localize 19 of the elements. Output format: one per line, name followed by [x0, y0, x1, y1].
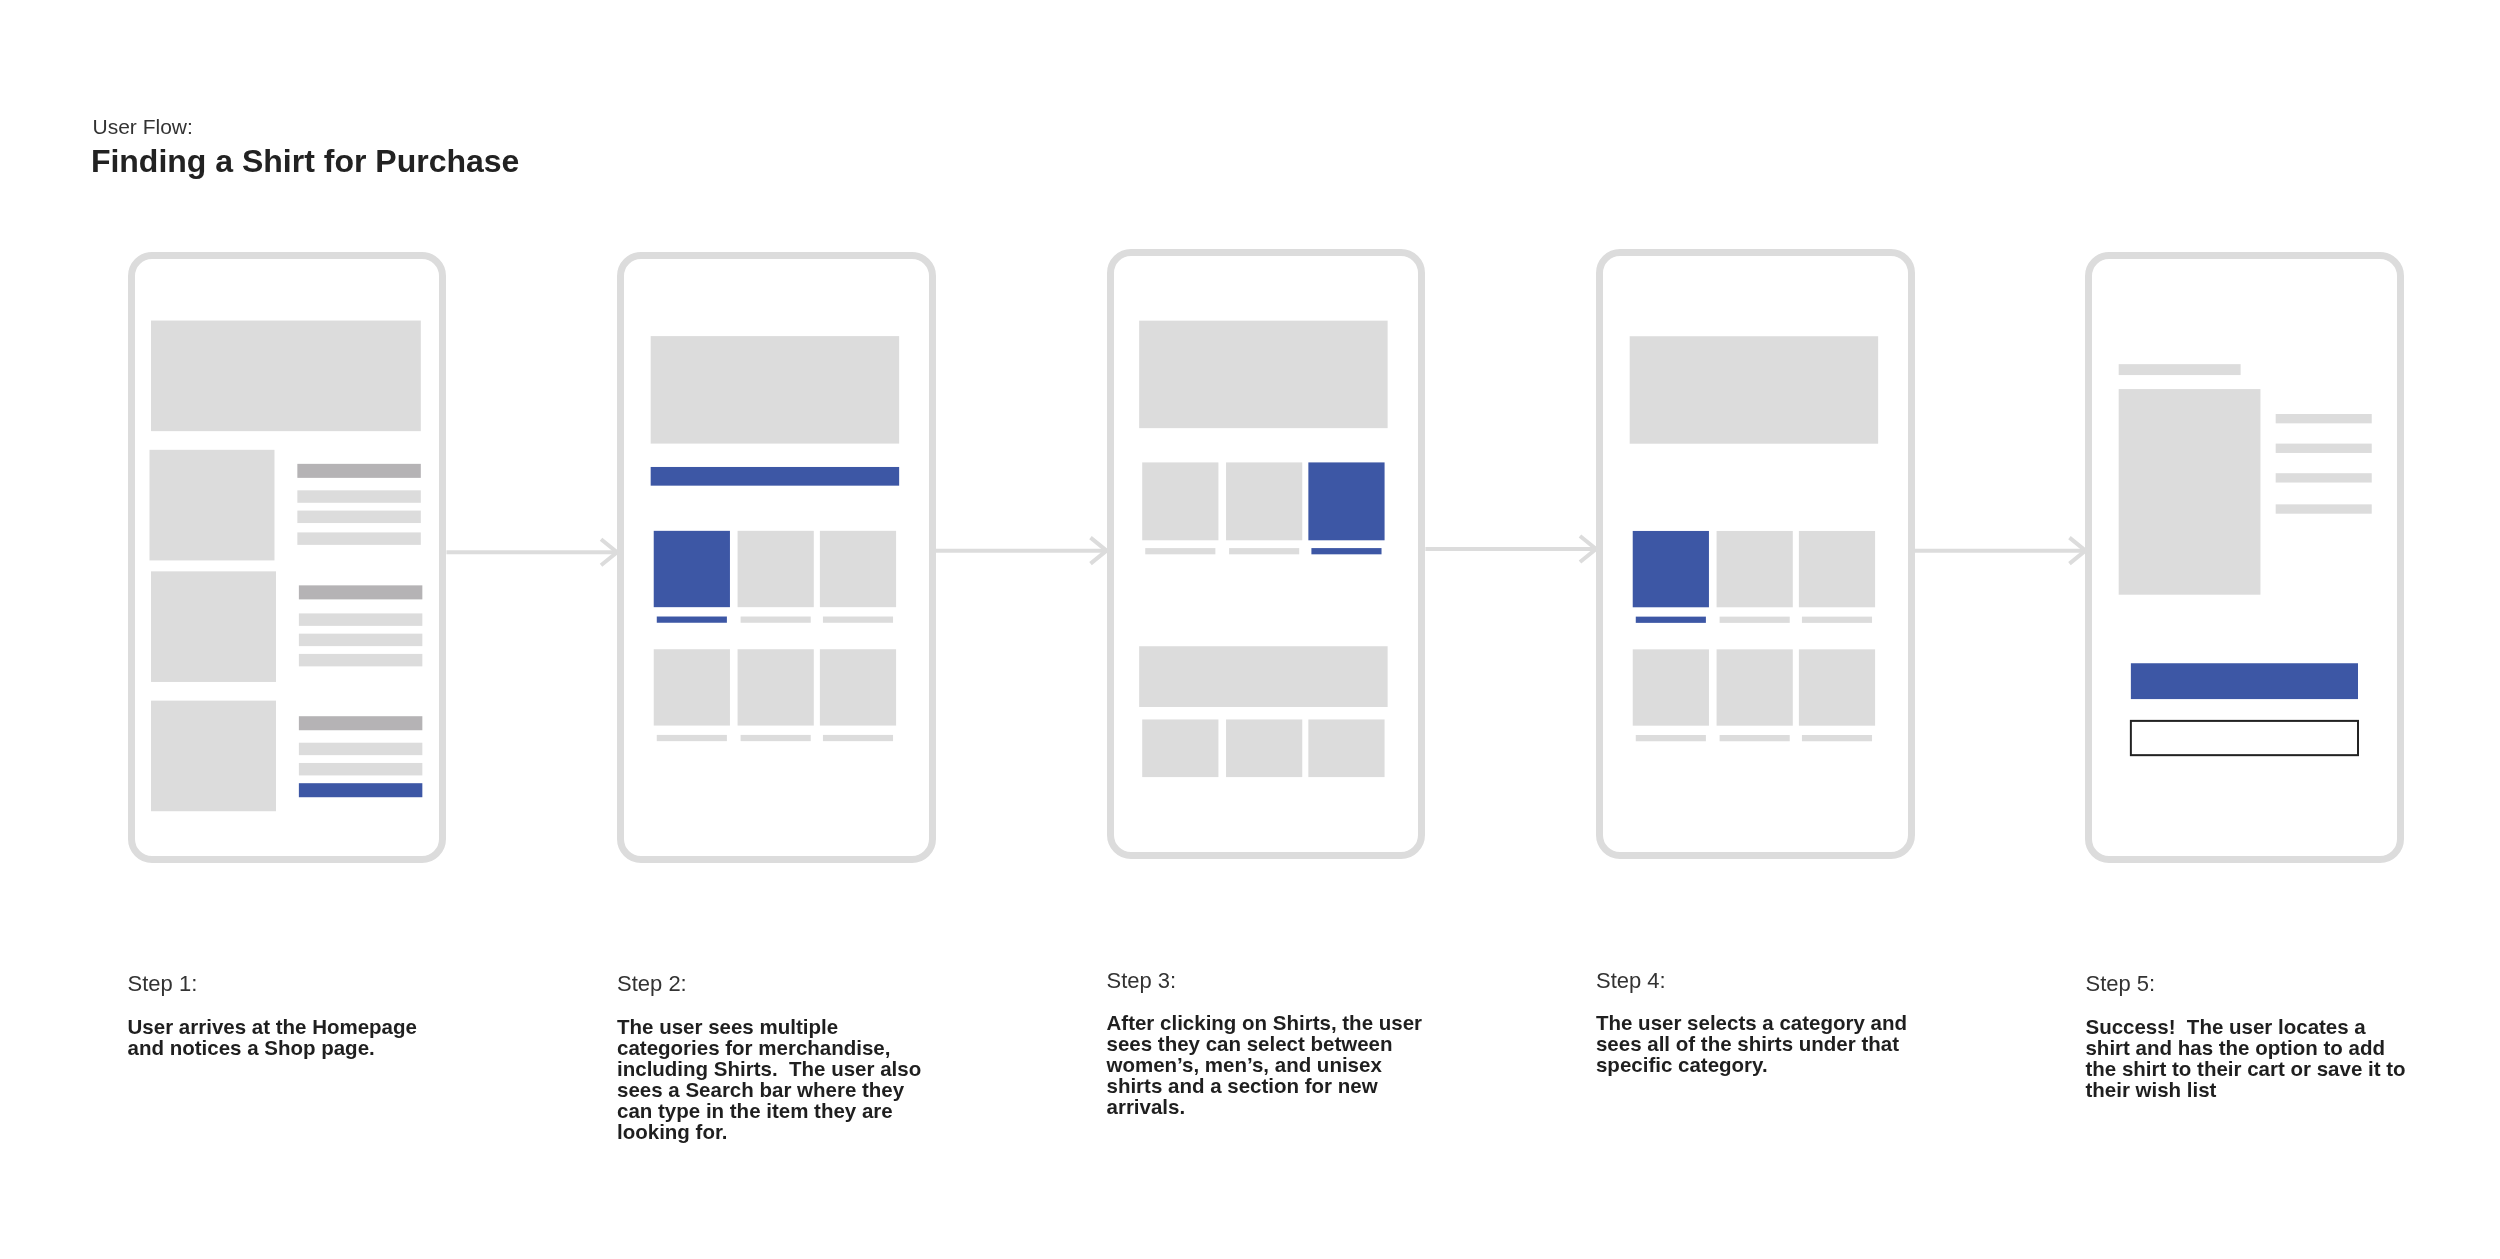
step-description: The user selects a category and sees all of the shirts under that specific category.: [1595, 1012, 1909, 1076]
step-description: Success! The user locates a shirt and has the option to add the shirt to their cart or save it to their wish list: [2085, 1015, 2407, 1100]
phone-frame: [127, 251, 447, 863]
phone-frame: [2085, 251, 2405, 863]
step-description: After clicking on Shirts, the user sees they can select between women’s, men’s, and unisex shirts and a section for new arrivals.: [1106, 1012, 1424, 1118]
phone-frame: [617, 251, 936, 863]
step-label: Step 4:: [1595, 967, 1666, 994]
step-description: The user sees multiple categories for merchandise, including Shirts. The user also sees a Search bar where they can type in the item they are looking for.: [617, 1015, 923, 1142]
step-label: Step 2:: [617, 970, 687, 997]
arrow: [935, 535, 1109, 566]
arrow: [1425, 534, 1598, 565]
phone-frame: [1106, 248, 1426, 860]
phone-frame: [1595, 248, 1915, 860]
step-label: Step 5:: [2085, 970, 2156, 997]
step-label: Step 3:: [1106, 967, 1177, 994]
step-description: User arrives at the Homepage and notices a Shop page.: [127, 1015, 418, 1058]
subtitle: User Flow:: [92, 114, 193, 139]
title: Finding a Shirt for Purchase: [90, 143, 520, 181]
step-label: Step 1:: [127, 970, 198, 997]
